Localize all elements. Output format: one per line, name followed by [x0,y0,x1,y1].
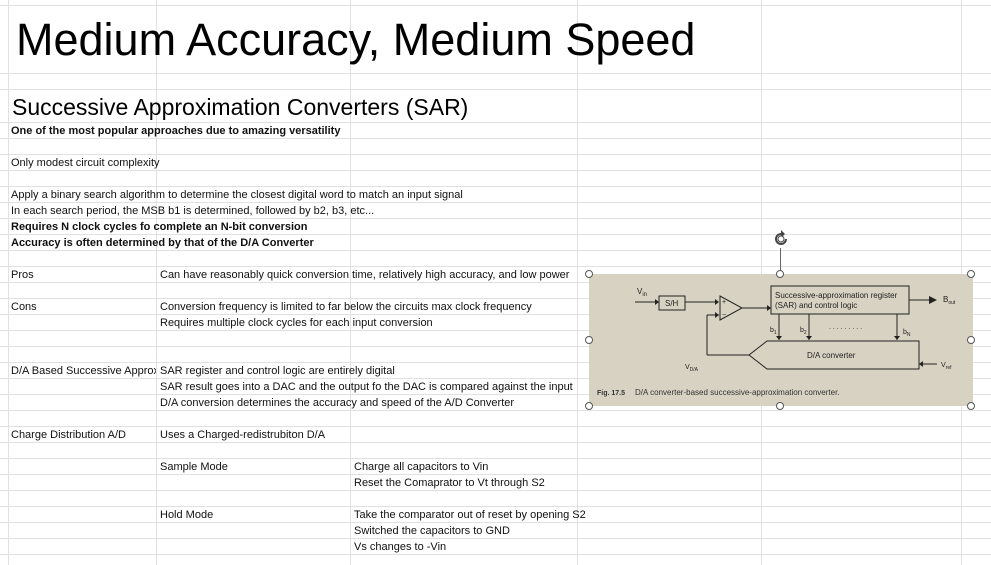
cell-intro-4[interactable]: In each search period, the MSB b1 is det… [11,205,375,217]
dac-label: D/A converter [807,351,856,360]
vin-label: Vin [637,287,647,298]
cell-cd-text[interactable]: Uses a Charged-redistrubiton D/A [160,429,326,441]
cell-sample-label[interactable]: Sample Mode [160,461,228,473]
cell-intro-3[interactable]: Apply a binary search algorithm to deter… [11,189,463,201]
row-line [0,250,991,251]
comp-minus: − [722,312,726,319]
bn-label: bN [903,329,911,338]
cell-intro-5[interactable]: Requires N clock cycles fo complete an N… [11,221,308,233]
row-line [0,314,991,315]
row-line [0,266,991,267]
dac-block [748,340,920,370]
row-line [0,362,991,363]
figure-caption-number: Fig. 17.5 [597,390,625,397]
cell-hold-text-1[interactable]: Take the comparator out of reset by open… [354,509,586,521]
row-line [0,474,991,475]
resize-handle-bottom-left[interactable] [585,402,593,410]
cell-da-text-3[interactable]: D/A conversion determines the accuracy a… [160,397,515,409]
row-line [0,202,991,203]
row-line [0,506,991,507]
resize-handle-bottom-right[interactable] [967,402,975,410]
row-line [0,522,991,523]
sh-box [658,295,686,311]
row-line [0,442,991,443]
cell-intro-1[interactable]: One of the most popular approaches due t… [11,125,341,137]
resize-handle-right[interactable] [967,336,975,344]
sar-block-diagram: Vin S/H + − Successive-approximation reg… [597,285,956,397]
row-line [0,346,991,347]
row-line [0,89,991,90]
cell-pros-text[interactable]: Can have reasonably quick conversion tim… [160,269,570,281]
resize-handle-left[interactable] [585,336,593,344]
row-line [0,458,991,459]
sh-label: S/H [665,299,679,308]
cell-da-text-1[interactable]: SAR register and control logic are entir… [160,365,395,377]
cell-hold-label[interactable]: Hold Mode [160,509,214,521]
row-line [0,154,991,155]
row-line [0,186,991,187]
row-line [0,490,991,491]
row-line [0,282,991,283]
bit-dots: . . . . . . . . . [829,324,862,331]
sheet-title[interactable]: Medium Accuracy, Medium Speed [16,14,696,65]
row-line [0,234,991,235]
row-line [0,138,991,139]
cell-da-label[interactable]: D/A Based Successive Approximation [11,365,156,377]
vda-label: VD/A [685,364,699,373]
row-line [0,122,991,123]
row-line [0,218,991,219]
resize-handle-top[interactable] [776,270,784,278]
cell-sample-text-1[interactable]: Charge all capacitors to Vin [354,461,489,473]
sar-label-1: Successive-approximation register [775,291,898,300]
cell-intro-6[interactable]: Accuracy is often determined by that of … [11,237,314,249]
resize-handle-top-right[interactable] [967,270,975,278]
cell-cons-text-1[interactable]: Conversion frequency is limited to far b… [160,301,532,313]
row-line [0,538,991,539]
cell-da-text-2[interactable]: SAR result goes into a DAC and the outpu… [160,381,573,393]
cell-cd-label[interactable]: Charge Distribution A/D [11,429,126,441]
row-line [0,170,991,171]
bout-label: Bout [943,295,956,306]
rotate-handle-icon[interactable] [771,229,791,249]
row-line [0,5,991,6]
row-line [0,394,991,395]
resize-handle-bottom[interactable] [776,402,784,410]
rotate-handle-stem [780,248,781,270]
row-line [0,73,991,74]
sar-label-2: (SAR) and control logic [775,301,857,310]
cell-hold-text-3[interactable]: Vs changes to -Vin [354,541,447,553]
cell-sample-text-2[interactable]: Reset the Comaprator to Vt through S2 [354,477,545,489]
embedded-figure-image[interactable]: Vin S/H + − Successive-approximation reg… [589,274,973,406]
cell-pros-label[interactable]: Pros [11,269,34,281]
cell-cons-label[interactable]: Cons [11,301,37,313]
comp-plus: + [722,299,726,306]
b1-label: b1 [770,327,777,336]
row-line [0,554,991,555]
cell-intro-2[interactable]: Only modest circuit complexity [11,157,160,169]
cell-cons-text-2[interactable]: Requires multiple clock cycles for each … [160,317,433,329]
cell-hold-text-2[interactable]: Switched the capacitors to GND [354,525,510,537]
b2-label: b2 [800,327,807,336]
row-line [0,410,991,411]
figure-caption-text: D/A converter-based successive-approxima… [635,388,840,397]
resize-handle-top-left[interactable] [585,270,593,278]
row-line [0,330,991,331]
vref-label: Vref [941,362,952,371]
sheet-subtitle[interactable]: Successive Approximation Converters (SAR… [12,94,469,120]
row-line [0,426,991,427]
row-line [0,378,991,379]
comparator-symbol [719,295,744,321]
row-line [0,298,991,299]
